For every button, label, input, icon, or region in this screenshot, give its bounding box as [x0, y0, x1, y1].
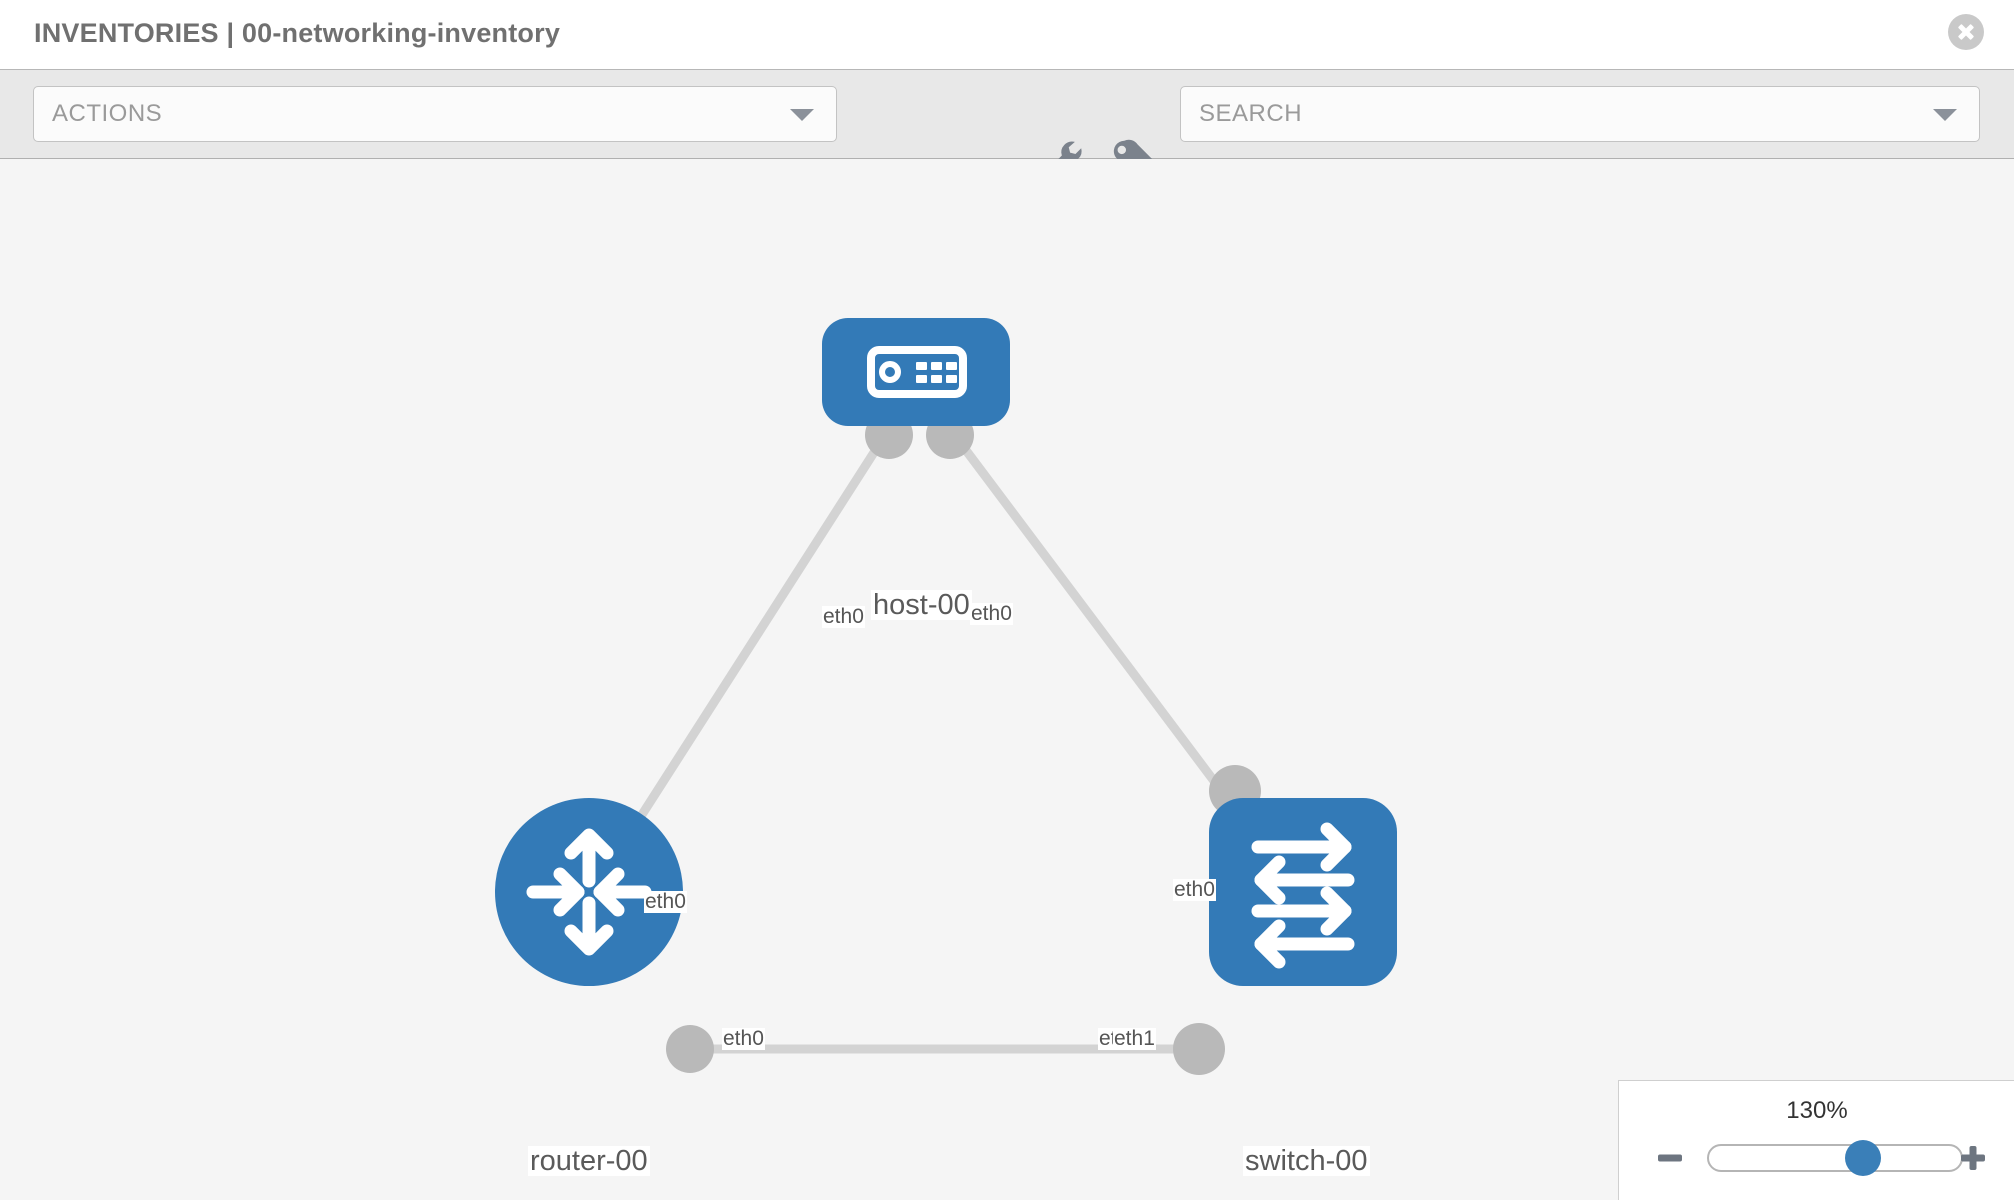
node-host-00	[822, 318, 1010, 426]
zoom-slider-thumb[interactable]	[1844, 1140, 1881, 1176]
actions-dropdown[interactable]: ACTIONS	[33, 86, 837, 142]
iface-label: eth0	[822, 605, 865, 629]
link-host-router	[615, 424, 894, 854]
server-icon-vents	[916, 362, 957, 383]
nub-router-eth0	[666, 1025, 714, 1073]
topology-interface-nubs	[666, 411, 1261, 1075]
node-label-switch-00: switch-00	[1243, 1145, 1370, 1177]
search-placeholder: SEARCH	[1199, 100, 1303, 127]
topology-links	[615, 424, 1270, 1054]
router-arrows-icon	[526, 828, 652, 956]
node-router-00	[495, 798, 683, 986]
search-input[interactable]: SEARCH	[1180, 86, 1980, 142]
key-icon[interactable]	[1108, 135, 1154, 181]
server-icon-led	[879, 361, 901, 383]
chevron-down-icon	[790, 109, 814, 121]
close-icon[interactable]	[1948, 14, 1984, 50]
server-icon	[867, 346, 967, 398]
minus-icon[interactable]	[1655, 1143, 1685, 1173]
zoom-slider-track[interactable]	[1707, 1140, 1963, 1176]
zoom-percent-label: 130%	[1786, 1097, 1848, 1124]
node-label-host-00: host-00	[871, 589, 972, 621]
topology-graph	[495, 318, 1397, 1075]
page-title: INVENTORIES | 00-networking-inventory	[34, 18, 561, 48]
chevron-down-icon[interactable]	[1933, 109, 1957, 121]
iface-label: eth0	[1173, 878, 1216, 902]
node-label-router-00: router-00	[528, 1145, 650, 1177]
iface-label: eth1	[1113, 1027, 1156, 1051]
toolbar: ACTIONS SEARCH	[0, 70, 2014, 178]
nub-switch-eth1	[1173, 1023, 1225, 1075]
topology-canvas[interactable]: eth0 eth0 eth0 eth0 eth0 eth0 eth1 host-…	[0, 159, 2014, 1200]
switch-arrows-icon	[1251, 822, 1355, 969]
actions-dropdown-label: ACTIONS	[52, 100, 163, 127]
page-header: INVENTORIES | 00-networking-inventory	[0, 0, 2014, 70]
iface-label: eth0	[644, 890, 687, 914]
iface-label: eth0	[722, 1027, 765, 1051]
zoom-control-panel: 130%	[1618, 1080, 2014, 1200]
plus-icon[interactable]	[1958, 1143, 1988, 1173]
node-switch-00	[1209, 798, 1397, 986]
iface-label: eth0	[970, 602, 1013, 626]
